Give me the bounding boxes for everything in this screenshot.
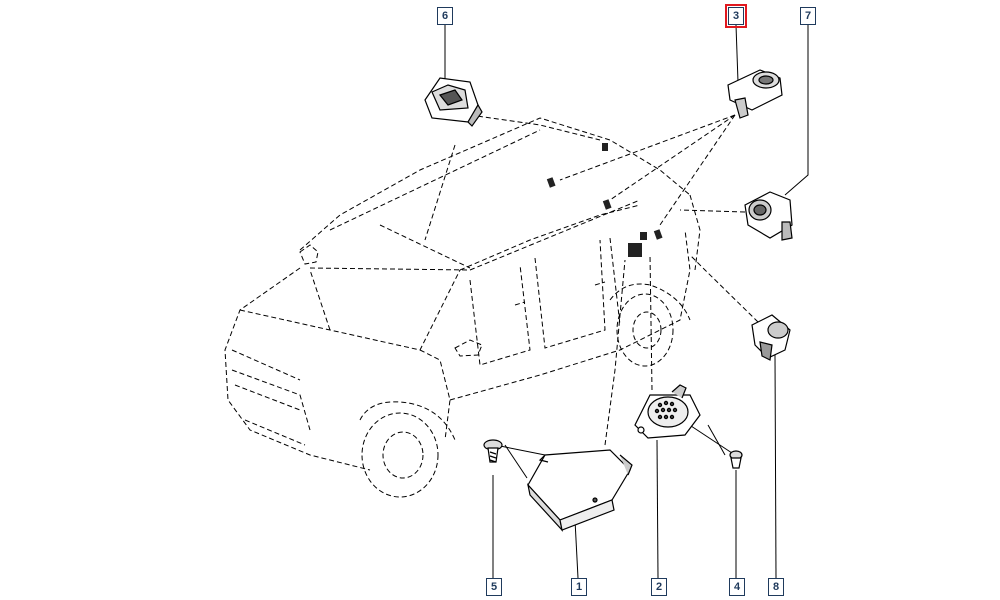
vehicle-outline-icon <box>224 117 701 498</box>
callout-2[interactable]: 2 <box>651 578 667 596</box>
clip-icon <box>729 450 743 469</box>
callout-4[interactable]: 4 <box>729 578 745 596</box>
camera-icon <box>424 77 483 127</box>
buzzer-icon <box>634 384 701 439</box>
sensor-marks <box>546 143 663 257</box>
parking-sensor-icon <box>727 69 783 119</box>
control-unit-icon <box>526 449 633 532</box>
parking-sensor-icon <box>751 314 791 361</box>
parking-sensor-icon <box>744 191 793 241</box>
screw-icon <box>483 439 503 463</box>
callout-6[interactable]: 6 <box>437 7 453 25</box>
callout-7[interactable]: 7 <box>800 7 816 25</box>
callout-3[interactable]: 3 <box>725 4 747 28</box>
callout-8[interactable]: 8 <box>768 578 784 596</box>
callout-1[interactable]: 1 <box>571 578 587 596</box>
callout-5[interactable]: 5 <box>486 578 502 596</box>
leader-lines <box>424 114 759 446</box>
